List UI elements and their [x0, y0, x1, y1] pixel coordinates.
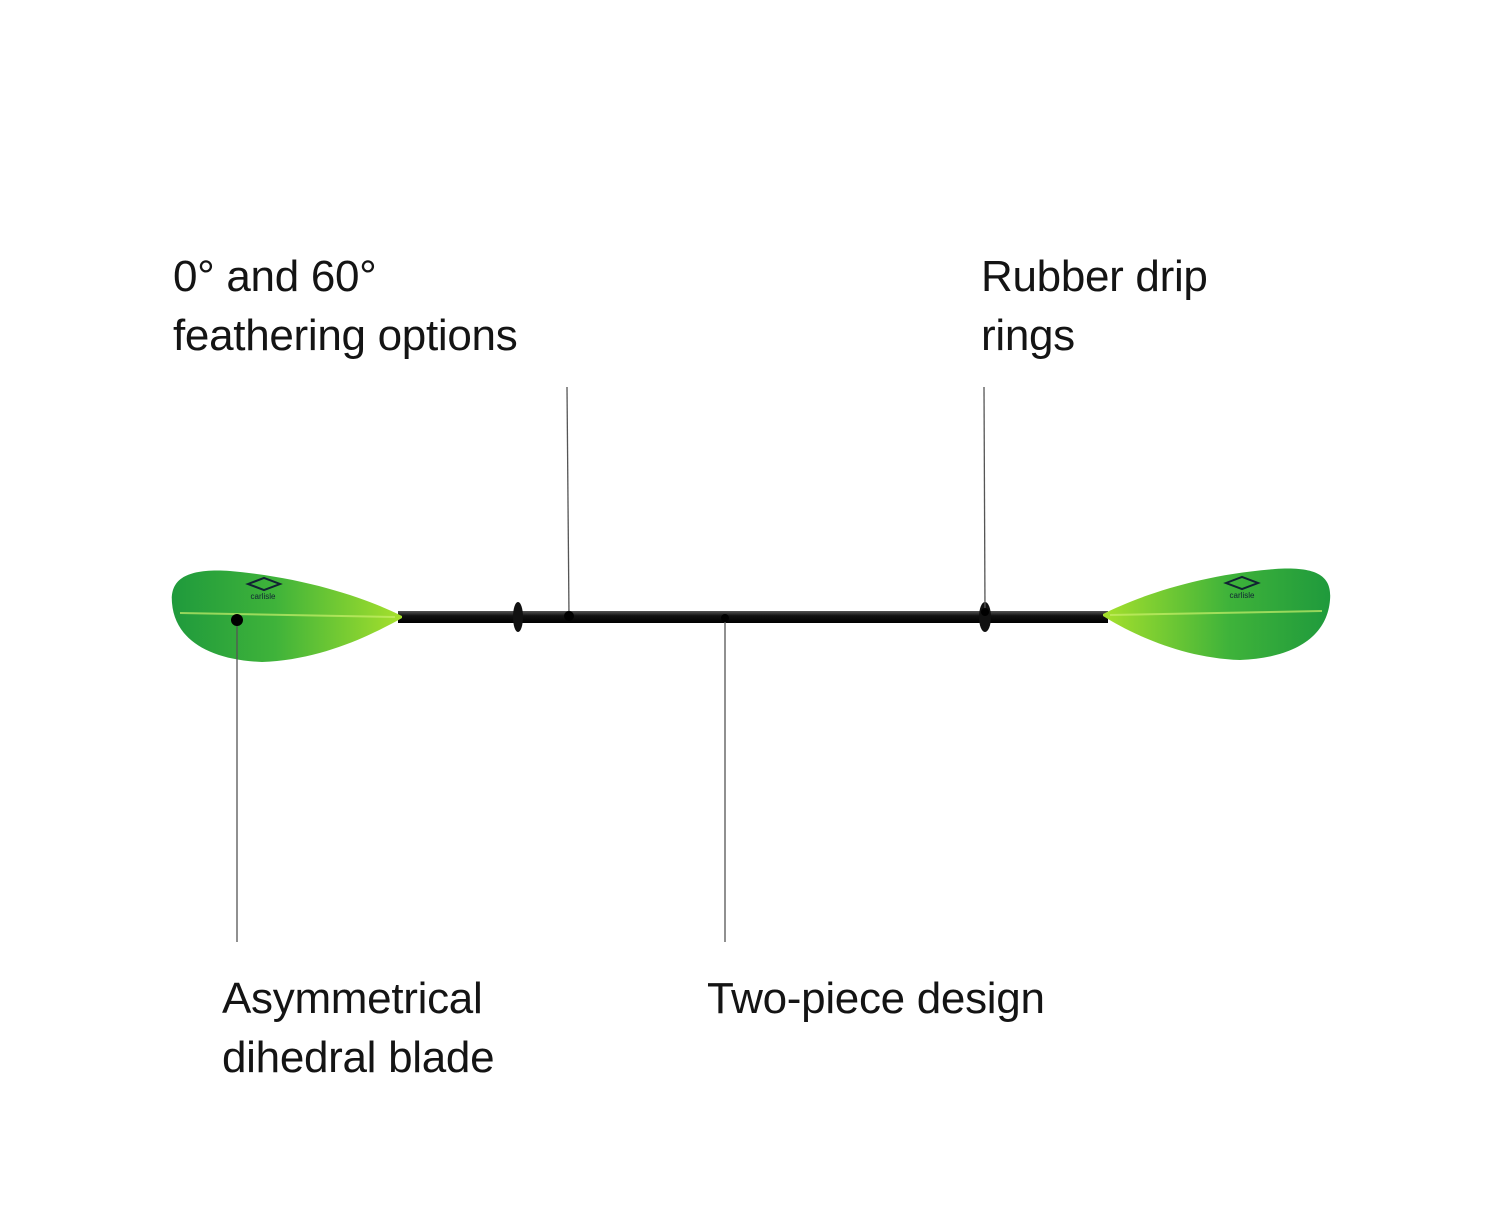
- blade-spine: [1109, 610, 1323, 616]
- callout-blade-line2: dihedral blade: [222, 1033, 495, 1082]
- left-blade: [171, 570, 402, 662]
- callout-blade-line1: Asymmetrical: [222, 974, 483, 1023]
- leader-drip-rings: [983, 386, 986, 613]
- right-blade: [1103, 568, 1331, 660]
- marker-two-piece: [721, 614, 729, 622]
- paddle-shaft: [398, 611, 1108, 623]
- callout-feathering-line1: 0° and 60°: [173, 252, 377, 301]
- left-blade-logo: carlisle: [245, 576, 283, 601]
- marker-blade: [231, 614, 243, 626]
- svg-text:carlisle: carlisle: [251, 592, 276, 601]
- callout-drip-rings-line2: rings: [981, 311, 1075, 360]
- callout-two-piece-line1: Two-piece design: [707, 974, 1045, 1023]
- callout-two-piece: Two-piece design: [707, 969, 1045, 1028]
- callout-feathering-line2: feathering options: [173, 311, 518, 360]
- callout-feathering: 0° and 60° feathering options: [173, 247, 518, 365]
- marker-feathering: [564, 611, 574, 621]
- blade-spine: [179, 612, 396, 618]
- leader-lines: [236, 386, 986, 942]
- callout-drip-rings-line1: Rubber drip: [981, 252, 1208, 301]
- callout-drip-rings: Rubber drip rings: [981, 247, 1208, 365]
- leader-feathering: [566, 386, 570, 617]
- svg-text:carlisle: carlisle: [1230, 591, 1255, 600]
- right-blade-logo: carlisle: [1223, 575, 1261, 600]
- marker-drip-rings: [981, 608, 989, 616]
- callout-blade: Asymmetrical dihedral blade: [222, 969, 495, 1087]
- left-drip-ring: [513, 602, 523, 632]
